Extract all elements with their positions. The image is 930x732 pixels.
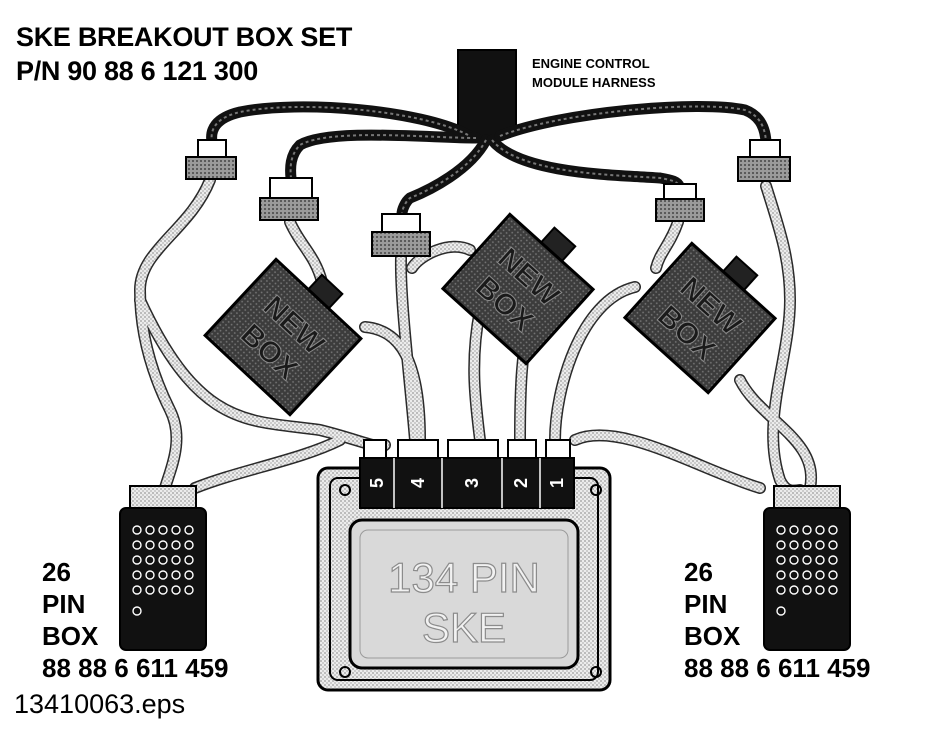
left-pin [132,525,142,535]
left-box-line-2: PIN [42,589,86,619]
right-pin [815,525,825,535]
left-pin [171,570,181,580]
gray-cables [133,174,818,497]
right-pin [828,585,838,595]
left-box-label: 26 PIN BOX 88 88 6 611 459 [42,556,229,684]
left-pin [184,525,194,535]
pin-grid-left [132,525,194,616]
right-box-part-number: 88 88 6 611 459 [684,653,871,683]
harness-plug-connectors [185,139,791,257]
pin-box-right [763,485,851,651]
harness-plug-1 [185,139,237,180]
left-pin [171,555,181,565]
left-pin [171,585,181,595]
left-pin [184,570,194,580]
right-pin [802,555,812,565]
harness-branch-highlights [210,105,767,215]
left-pin [145,540,155,550]
left-pin [158,585,168,595]
left-pin [171,540,181,550]
right-pin [828,555,838,565]
right-pin [828,540,838,550]
harness-plug-2 [259,177,319,221]
title-line-2: P/N 90 88 6 121 300 [16,56,258,86]
left-pin [132,540,142,550]
right-pin [815,555,825,565]
right-pin [789,570,799,580]
title-line-1: SKE BREAKOUT BOX SET [16,22,353,52]
harness-label: ENGINE CONTROL MODULE HARNESS [532,54,656,92]
left-pin [132,570,142,580]
file-name: 13410063.eps [14,689,186,719]
new-box-right: NEW BOX [622,241,778,395]
ske-module: 134 PIN SKE [316,466,612,692]
right-pin [815,585,825,595]
right-pin [815,540,825,550]
new-box-left: NEW BOX [202,257,364,417]
pin-box-left [119,485,207,651]
right-pin [828,525,838,535]
harness-plug-5 [737,139,791,182]
left-pin [158,555,168,565]
right-pin [828,570,838,580]
left-pin [145,570,155,580]
right-pin [802,540,812,550]
left-pin [132,585,142,595]
right-box-line-2: PIN [684,589,728,619]
right-pin [789,585,799,595]
left-pin [132,555,142,565]
left-box-line-3: BOX [42,621,99,651]
left-pin [184,585,194,595]
left-pin [145,525,155,535]
left-box-part-number: 88 88 6 611 459 [42,653,229,683]
ske-label-line2: SKE [422,604,506,651]
connector-number-3: 3 [462,478,482,488]
right-pin [815,570,825,580]
right-box-line-3: BOX [684,621,741,651]
diagram-title: SKE BREAKOUT BOX SET P/N 90 88 6 121 300 [16,20,352,88]
right-pin [776,585,786,595]
pin-grid-right [776,525,838,616]
left-pin [184,555,194,565]
right-pin [802,525,812,535]
right-pin [802,570,812,580]
harness-plug-3 [371,213,431,257]
left-pin [171,525,181,535]
right-pin [776,555,786,565]
harness-plug-4 [655,183,705,222]
harness-label-line-2: MODULE HARNESS [532,75,656,90]
harness-connector-block [457,49,517,138]
right-pin [789,555,799,565]
left-box-line-1: 26 [42,557,71,587]
left-pin [158,525,168,535]
connector-number-2: 2 [511,478,531,488]
right-box-line-1: 26 [684,557,713,587]
connector-number-4: 4 [408,478,428,488]
left-pin [158,540,168,550]
right-pin [776,540,786,550]
connector-number-5: 5 [367,478,387,488]
right-pin [776,606,786,616]
right-pin [789,525,799,535]
left-pin [184,540,194,550]
left-pin [158,570,168,580]
left-pin [132,606,142,616]
ske-label-line1: 134 PIN [388,554,540,601]
left-pin [145,555,155,565]
right-pin [776,525,786,535]
ske-connector-block: 5 4 3 2 1 [359,439,575,509]
left-pin [145,585,155,595]
harness-label-line-1: ENGINE CONTROL [532,56,650,71]
right-pin [776,570,786,580]
right-pin [802,585,812,595]
right-box-label: 26 PIN BOX 88 88 6 611 459 [684,556,871,684]
right-pin [789,540,799,550]
connector-number-1: 1 [547,478,567,488]
